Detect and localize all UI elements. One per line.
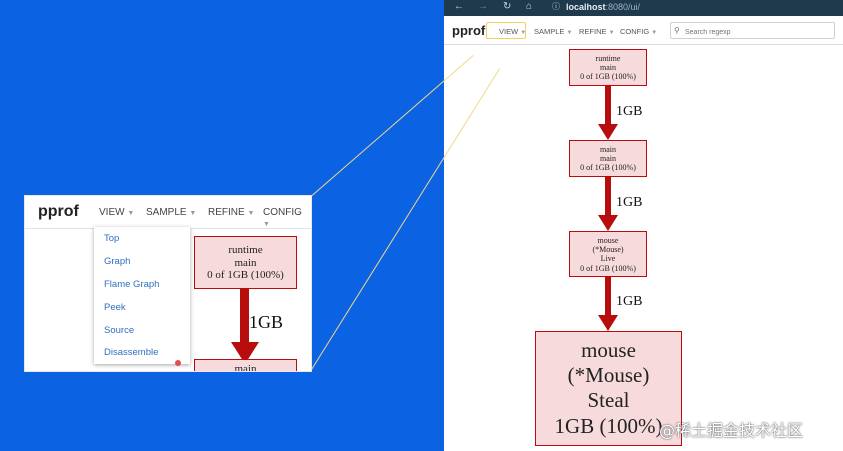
menu-view[interactable]: VIEW ▼ xyxy=(499,27,527,36)
info-icon[interactable]: ⓘ xyxy=(552,2,560,11)
pprof-logo: pprof xyxy=(38,203,79,220)
view-menu-highlight xyxy=(486,22,526,39)
graph-edge xyxy=(605,177,611,217)
graph-node-runtime-main[interactable]: runtime main 0 of 1GB (100%) xyxy=(569,49,647,86)
graph-node-runtime-main[interactable]: runtime main 0 of 1GB (100%) xyxy=(194,236,297,289)
graph-node-main-main[interactable]: main main 0 of 1GB (100%) xyxy=(569,140,647,177)
pprof-toolbar-zoomed: pprof VIEW ▼ SAMPLE ▼ REFINE ▼ CONFIG ▼ xyxy=(25,196,311,229)
home-icon[interactable]: ⌂ xyxy=(526,1,533,12)
edge-label: 1GB xyxy=(616,195,643,210)
menu-refine[interactable]: REFINE ▼ xyxy=(208,207,255,218)
menu-item-top[interactable]: Top xyxy=(104,233,120,244)
watermark: @稀土掘金技术社区 xyxy=(659,421,804,440)
graph-edge xyxy=(240,289,249,344)
url-path: :8080/ui/ xyxy=(605,2,641,12)
graph-node-mouse-live[interactable]: mouse (*Mouse) Live 0 of 1GB (100%) xyxy=(569,231,647,277)
menu-item-source[interactable]: Source xyxy=(104,325,135,336)
view-dropdown-menu: Top Graph Flame Graph Peek Source Disass… xyxy=(94,227,190,364)
chevron-down-icon: ▼ xyxy=(263,221,270,228)
menu-config[interactable]: CONFIG ▼ xyxy=(263,207,302,228)
chevron-down-icon: ▼ xyxy=(247,210,255,217)
pprof-toolbar: pprof VIEW ▼ SAMPLE ▼ REFINE ▼ CONFIG ▼ … xyxy=(444,18,843,45)
forward-arrow-icon[interactable]: → xyxy=(478,1,488,12)
url-host: localhost xyxy=(566,2,606,12)
arrowhead-icon xyxy=(598,215,618,231)
edge-label: 1GB xyxy=(616,294,643,309)
pprof-browser-window: ← → ↻ ⌂ ⓘ localhost:8080/ui/ pprof VIEW … xyxy=(444,0,843,451)
edge-label: 1GB xyxy=(249,312,284,332)
menu-view[interactable]: VIEW ▼ xyxy=(99,207,135,218)
arrowhead-icon xyxy=(231,342,259,364)
menu-item-graph[interactable]: Graph xyxy=(104,256,131,267)
chevron-down-icon: ▼ xyxy=(127,210,135,217)
zoomed-view-inset: pprof VIEW ▼ SAMPLE ▼ REFINE ▼ CONFIG ▼ … xyxy=(25,196,311,371)
edge-label: 1GB xyxy=(616,104,643,119)
pprof-logo: pprof xyxy=(452,23,486,38)
search-input[interactable] xyxy=(670,22,835,39)
chevron-down-icon: ▼ xyxy=(520,30,527,36)
graph-node-mouse-steal[interactable]: mouse (*Mouse) Steal 1GB (100%) xyxy=(535,331,682,446)
graph-node-main-partial[interactable]: main xyxy=(194,359,297,371)
chevron-down-icon: ▼ xyxy=(566,30,573,36)
menu-config[interactable]: CONFIG ▼ xyxy=(620,27,658,36)
menu-sample[interactable]: SAMPLE ▼ xyxy=(146,207,197,218)
arrowhead-icon xyxy=(598,124,618,140)
menu-sample[interactable]: SAMPLE ▼ xyxy=(534,27,573,36)
search-icon: ⚲ xyxy=(674,26,680,35)
menu-item-flame-graph[interactable]: Flame Graph xyxy=(104,279,160,290)
graph-edge xyxy=(605,277,611,317)
arrowhead-icon xyxy=(598,315,618,331)
cursor-dot-icon xyxy=(175,360,181,366)
browser-address-bar: ← → ↻ ⌂ ⓘ localhost:8080/ui/ xyxy=(444,0,843,16)
graph-edge xyxy=(605,86,611,126)
url-text[interactable]: localhost:8080/ui/ xyxy=(566,2,640,12)
chevron-down-icon: ▼ xyxy=(608,30,615,36)
chevron-down-icon: ▼ xyxy=(189,210,197,217)
back-arrow-icon[interactable]: ← xyxy=(454,1,464,12)
chevron-down-icon: ▼ xyxy=(651,30,658,36)
menu-item-peek[interactable]: Peek xyxy=(104,302,126,313)
menu-refine[interactable]: REFINE ▼ xyxy=(579,27,615,36)
menu-item-disassemble[interactable]: Disassemble xyxy=(104,347,159,358)
reload-icon[interactable]: ↻ xyxy=(503,1,512,12)
